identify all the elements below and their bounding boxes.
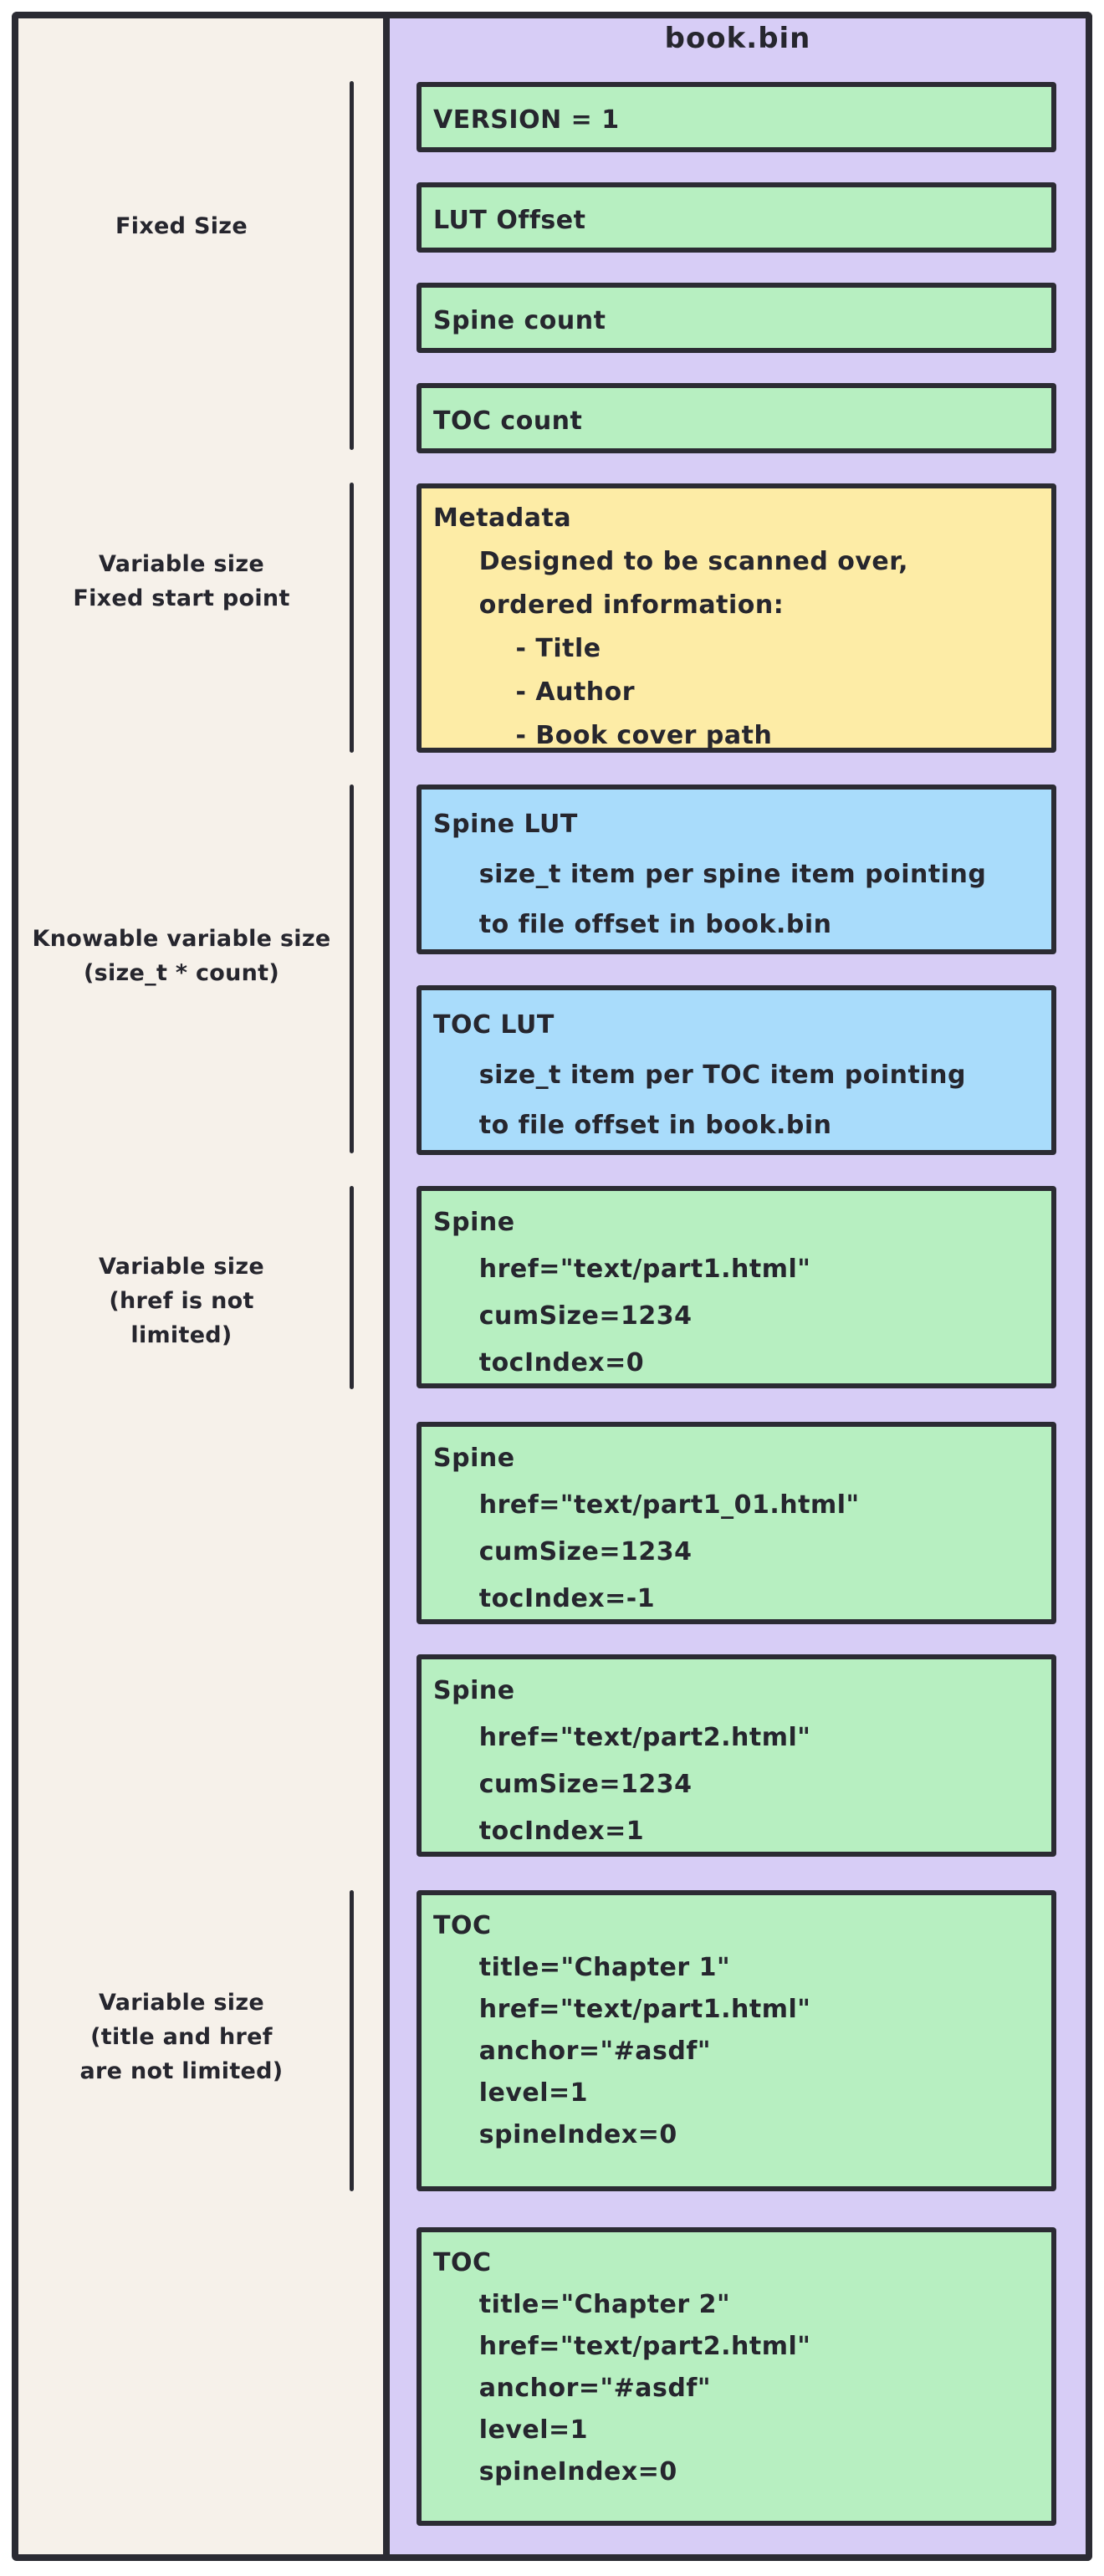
box-spine-count-text: Spine count bbox=[433, 306, 606, 335]
box-version-text: VERSION = 1 bbox=[433, 105, 620, 135]
box-spine-3: Spine href="text/part2.html" cumSize=123… bbox=[417, 1654, 1056, 1857]
bracket-spine bbox=[350, 1186, 354, 1389]
box-lut-offset: LUT Offset bbox=[417, 182, 1056, 253]
box-lut-offset-text: LUT Offset bbox=[433, 206, 586, 235]
bracket-metadata bbox=[350, 483, 354, 753]
box-toc-lut-text: TOC LUT size_t item per TOC item pointin… bbox=[433, 1010, 966, 1140]
box-spine-lut: Spine LUT size_t item per spine item poi… bbox=[417, 785, 1056, 954]
bracket-fixed-size bbox=[350, 81, 354, 450]
box-version: VERSION = 1 bbox=[417, 82, 1056, 152]
bracket-toc bbox=[350, 1890, 354, 2191]
label-fixed-size: Fixed Size bbox=[115, 212, 248, 239]
panel-title: book.bin bbox=[664, 22, 811, 55]
box-toc-count-text: TOC count bbox=[433, 406, 583, 436]
box-spine-count: Spine count bbox=[417, 283, 1056, 353]
bracket-luts bbox=[350, 785, 354, 1153]
box-toc-1: TOC title="Chapter 1" href="text/part1.h… bbox=[417, 1890, 1056, 2191]
label-variable-href: Variable size (href is not limited) bbox=[99, 1253, 264, 1348]
label-variable-title-href: Variable size (title and href are not li… bbox=[79, 1989, 284, 2084]
box-metadata: Metadata Designed to be scanned over, or… bbox=[417, 483, 1056, 753]
box-spine-1: Spine href="text/part1.html" cumSize=123… bbox=[417, 1186, 1056, 1388]
box-toc-2: TOC title="Chapter 2" href="text/part2.h… bbox=[417, 2227, 1056, 2526]
label-knowable-variable: Knowable variable size (size_t * count) bbox=[32, 925, 331, 986]
box-toc-lut: TOC LUT size_t item per TOC item pointin… bbox=[417, 985, 1056, 1155]
box-spine-1-text: Spine href="text/part1.html" cumSize=123… bbox=[433, 1208, 811, 1377]
box-toc-2-text: TOC title="Chapter 2" href="text/part2.h… bbox=[433, 2248, 811, 2487]
label-variable-fixed-start: Variable size Fixed start point bbox=[73, 551, 290, 611]
box-spine-lut-text: Spine LUT size_t item per spine item poi… bbox=[433, 810, 987, 939]
box-spine-2-text: Spine href="text/part1_01.html" cumSize=… bbox=[433, 1444, 860, 1613]
box-toc-1-text: TOC title="Chapter 1" href="text/part1.h… bbox=[433, 1911, 811, 2149]
box-toc-count: TOC count bbox=[417, 383, 1056, 453]
box-spine-3-text: Spine href="text/part2.html" cumSize=123… bbox=[433, 1676, 811, 1846]
box-spine-2: Spine href="text/part1_01.html" cumSize=… bbox=[417, 1422, 1056, 1624]
box-metadata-text: Metadata Designed to be scanned over, or… bbox=[433, 503, 909, 750]
